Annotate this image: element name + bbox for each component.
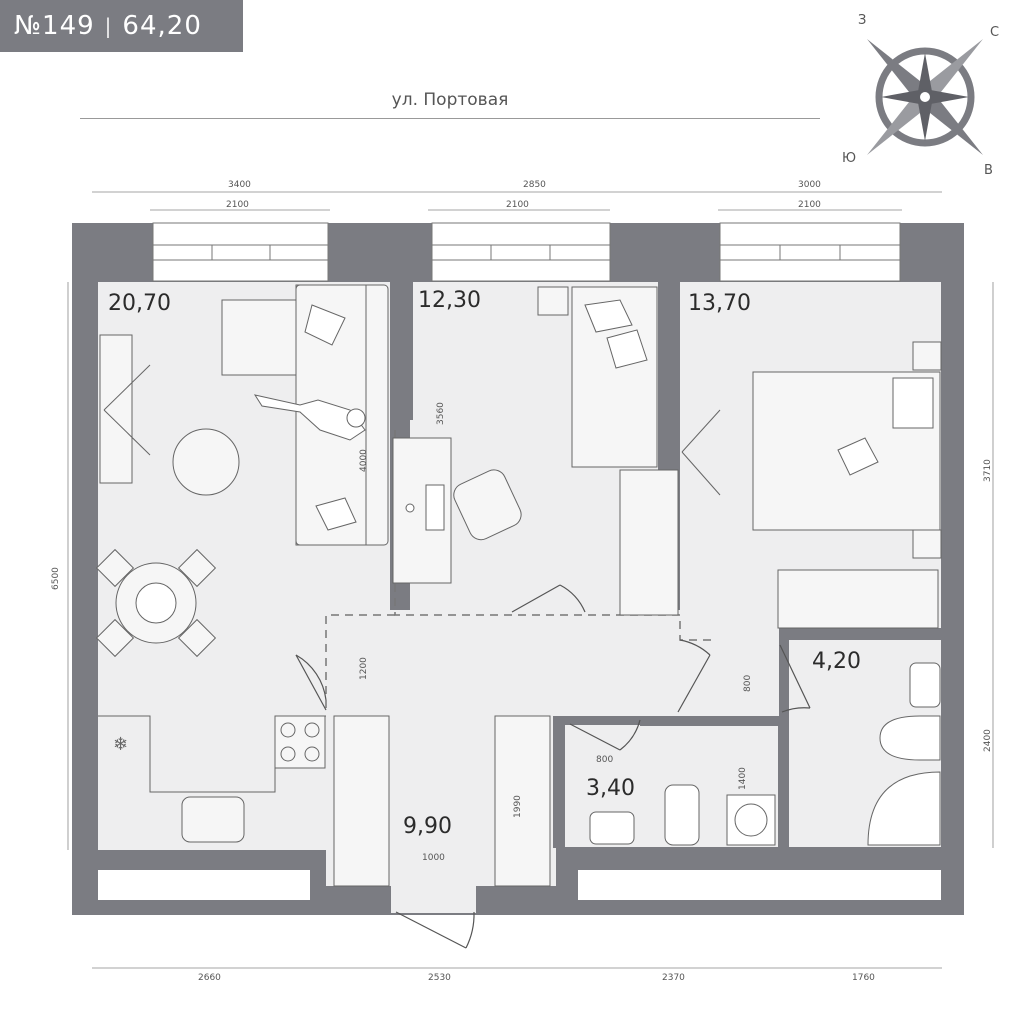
- fridge-icon: ❄: [113, 734, 128, 755]
- dim-bottom-2: 2530: [428, 973, 451, 983]
- dim-int-6: 1400: [738, 767, 748, 790]
- street-line: [80, 118, 820, 119]
- wardrobe-icon-2: [619, 469, 679, 616]
- toilet-icon: [879, 715, 941, 761]
- apartment-badge: №149 | 64,20: [0, 0, 243, 52]
- badge-separator: |: [104, 14, 113, 38]
- dim-bottom-1: 2660: [198, 973, 221, 983]
- coffee-table-icon: [172, 428, 240, 496]
- living-furniture: ❄: [95, 284, 389, 843]
- nightstand-icon: [537, 286, 569, 316]
- dim-top-3: 3000: [798, 180, 821, 190]
- dim-right-1: 3710: [983, 459, 993, 482]
- room-area-living: 20,70: [108, 291, 171, 316]
- street-label: ул. Портовая: [391, 90, 509, 110]
- dim-int-5: 800: [596, 755, 613, 765]
- dim-int-8: 1000: [422, 853, 445, 863]
- dim-bottom-3: 2370: [662, 973, 685, 983]
- dim-window-3: 2100: [798, 200, 821, 210]
- dim-top-2: 2850: [523, 180, 546, 190]
- compass-north-label: С: [990, 25, 999, 40]
- compass-south-label: Ю: [842, 151, 856, 166]
- shower-icon: [867, 771, 941, 846]
- room-area-bedroom1: 13,70: [688, 291, 751, 316]
- bath-fixtures: [589, 662, 941, 846]
- compass-west-label: З: [858, 13, 866, 28]
- apartment-total-area: 64,20: [122, 11, 202, 41]
- dim-int-1: 3560: [436, 402, 446, 425]
- room-area-hall: 9,90: [403, 814, 452, 839]
- wardrobe-icon-3: [777, 569, 939, 629]
- doors: [295, 584, 811, 949]
- dim-top-1: 3400: [228, 180, 251, 190]
- hall-furniture: [333, 715, 551, 887]
- dimension-lines: [67, 191, 994, 969]
- cushion-icon: [304, 304, 346, 346]
- wardrobe-icon-5: [494, 715, 551, 887]
- dim-int-7: 1990: [513, 795, 523, 818]
- cushion-icon-2: [315, 497, 357, 531]
- room-area-bathroom: 4,20: [812, 649, 861, 674]
- room-area-wc: 3,40: [586, 776, 635, 801]
- bedroom2-furniture: [392, 286, 679, 616]
- nightstand-icon-3: [912, 529, 942, 559]
- windows: [152, 222, 901, 282]
- person-icon: [253, 394, 366, 441]
- compass-east-label: В: [984, 163, 993, 178]
- bedroom1-furniture: [681, 341, 942, 629]
- dim-int-2: 4000: [359, 449, 369, 472]
- zone-dashes: [325, 430, 712, 710]
- toilet-icon-2: [664, 784, 700, 846]
- dim-right-2: 2400: [983, 729, 993, 752]
- dim-window-2: 2100: [506, 200, 529, 210]
- dim-int-3: 1200: [359, 657, 369, 680]
- wardrobe-icon-4: [333, 715, 390, 887]
- washbasin-icon: [909, 662, 941, 708]
- sink-icon: [181, 796, 245, 843]
- compass-rose-icon: [867, 39, 983, 155]
- room-area-bedroom2: 12,30: [418, 288, 481, 313]
- washbasin-icon-2: [589, 811, 635, 845]
- stove-icon: [274, 715, 326, 769]
- keyboard-icon: [425, 484, 445, 531]
- dim-window-1: 2100: [226, 200, 249, 210]
- apartment-number: №149: [14, 11, 95, 41]
- dim-bottom-4: 1760: [852, 973, 875, 983]
- dim-int-4: 800: [743, 675, 753, 692]
- nightstand-icon-2: [912, 341, 942, 371]
- armchair-icon: [453, 469, 522, 541]
- dim-left: 6500: [51, 567, 61, 590]
